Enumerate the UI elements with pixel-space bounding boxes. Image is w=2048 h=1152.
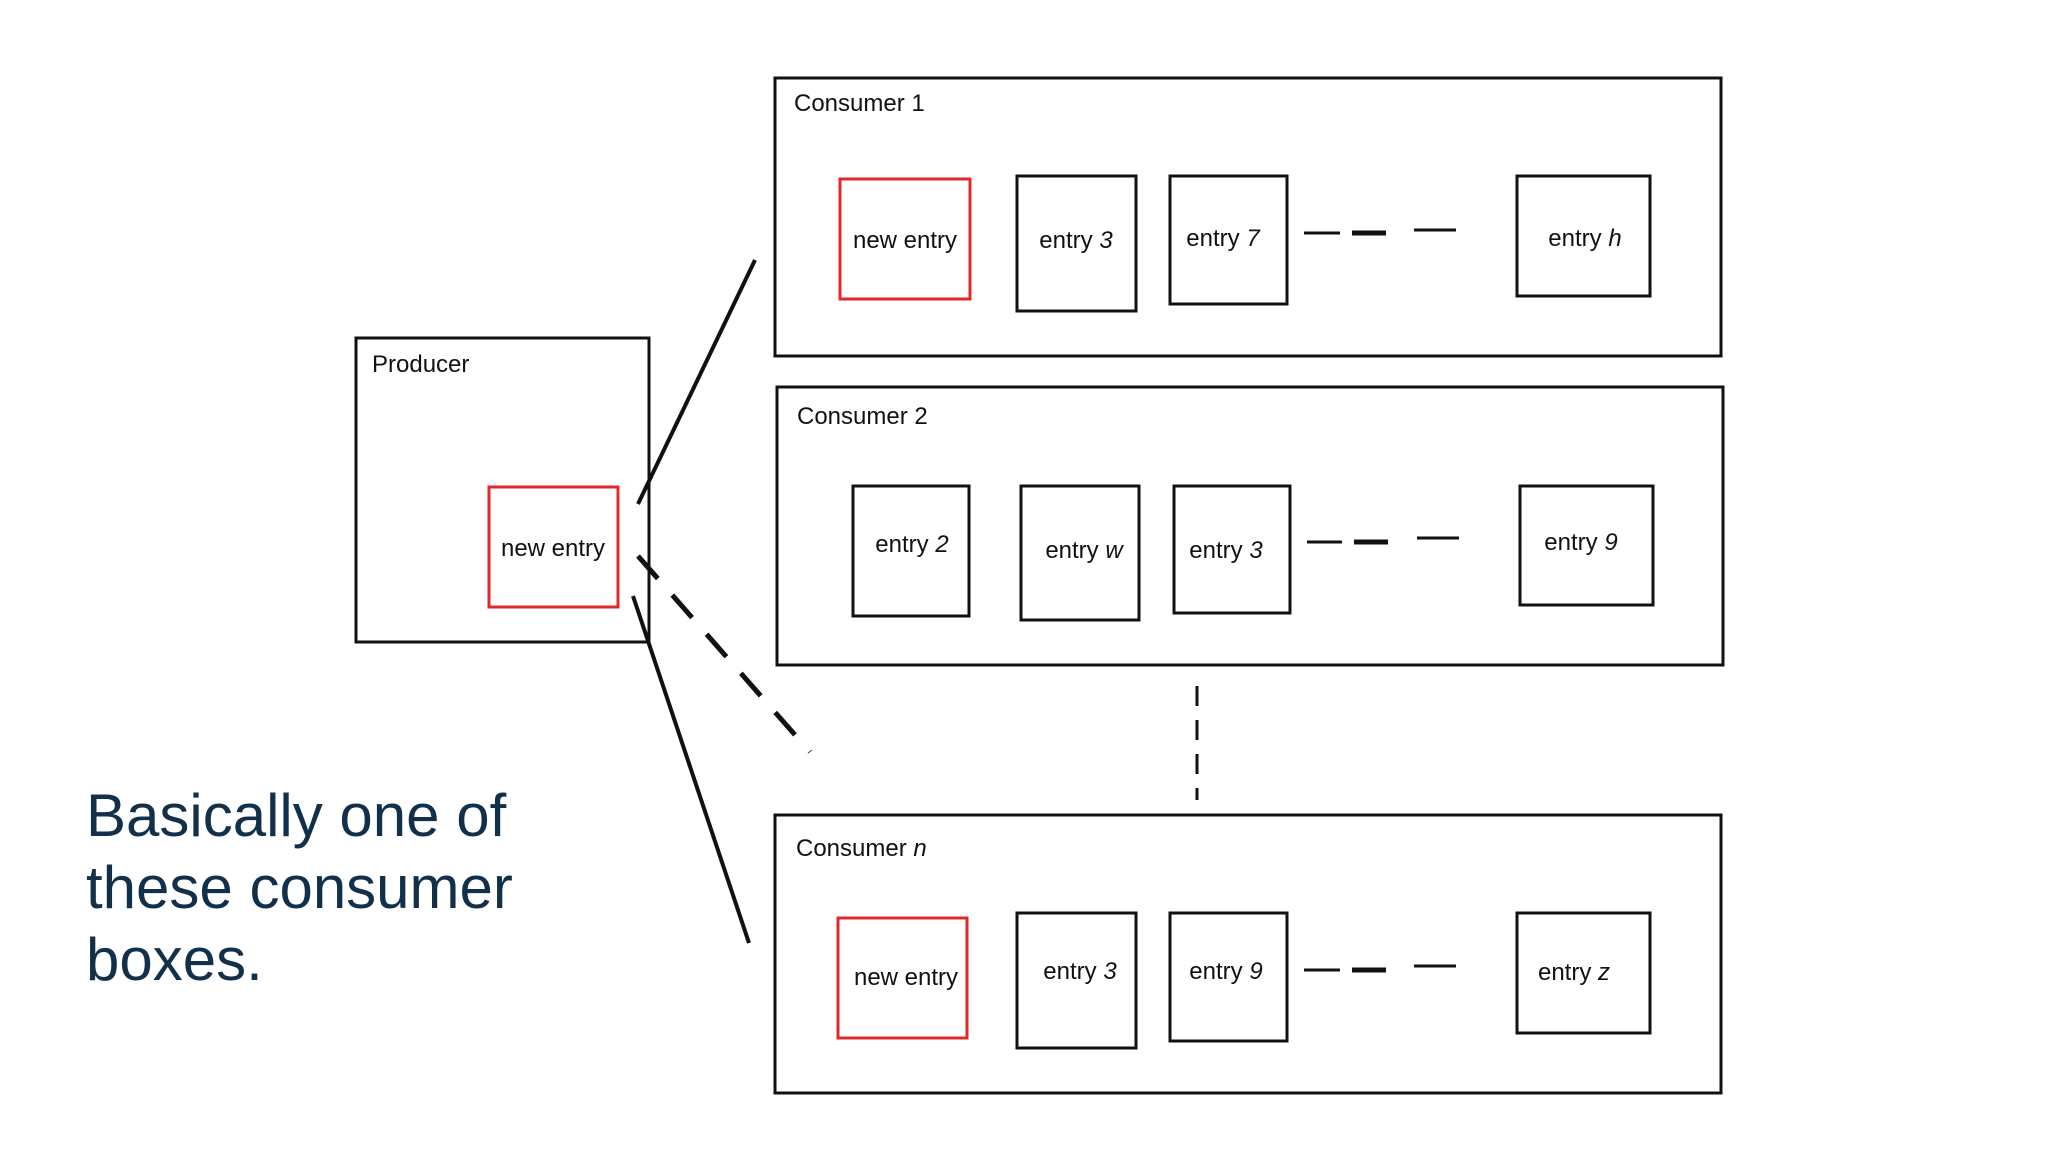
consumer-1-entry-1-box: [838, 177, 972, 301]
consumer-n-entry-1-label: new entry: [854, 964, 958, 991]
consumer-1-entry-3-box: [1168, 174, 1289, 306]
producer-frame: [354, 336, 651, 644]
consumer-n-title-prefix: Consumer: [796, 835, 907, 862]
consumer-n-entry-3-box: [1168, 911, 1289, 1043]
consumer-n-box: Consumer n new entry entry 3 entry 9 ent…: [773, 813, 1723, 1095]
consumer-1-entry-1-label: new entry: [853, 227, 957, 254]
consumer-n-entry-2-label: entry 3: [1043, 958, 1117, 985]
consumer-n-entry-2-box: [1015, 911, 1138, 1050]
connector-consumer-2-dashed: [636, 554, 812, 754]
consumer-2-entry-2-box: [1019, 484, 1141, 622]
caption-line-2: these consumer: [86, 854, 513, 921]
consumer-n-title: Consumer n: [796, 835, 927, 862]
consumer-2-title: Consumer 2: [797, 403, 928, 430]
consumer-n-entry-3-label: entry 9: [1189, 958, 1262, 985]
consumer-2-entry-1-box: [851, 484, 971, 618]
connector-consumer-1: [636, 259, 757, 505]
consumer-2-entry-1-label: entry 2: [875, 531, 948, 558]
producer-box: Producer new entry: [354, 336, 651, 644]
connectors: [631, 259, 812, 944]
consumer-1-entry-4-label: entry h: [1548, 225, 1621, 252]
consumer-2-box: Consumer 2 entry 2 entry w entry 3 entry…: [775, 385, 1725, 667]
consumer-1-title-index: 1: [911, 90, 924, 117]
consumer-n-frame: [773, 813, 1723, 1095]
consumer-1-title-prefix: Consumer: [794, 90, 905, 117]
connector-consumer-n: [631, 595, 751, 944]
caption-line-1: Basically one of: [86, 782, 507, 849]
consumer-2-entry-3-label: entry 3: [1189, 537, 1263, 564]
consumer-n-ellipsis-dashes: [1304, 964, 1456, 973]
consumer-2-title-index: 2: [914, 403, 927, 430]
consumer-1-entry-2-box: [1015, 174, 1138, 313]
consumer-2-frame: [775, 385, 1725, 667]
consumer-n-entry-4-box: [1515, 911, 1652, 1035]
consumer-2-entry-3-box: [1172, 484, 1292, 615]
consumer-1-box: Consumer 1 new entry entry 3 entry 7 ent…: [773, 76, 1723, 358]
consumer-2-entry-2-label: entry w: [1045, 537, 1124, 564]
slide-caption: Basically one of these consumer boxes.: [86, 780, 606, 996]
consumer-1-title: Consumer 1: [794, 90, 925, 117]
consumer-1-ellipsis-dashes: [1304, 228, 1456, 236]
producer-new-entry-label: new entry: [501, 535, 605, 562]
consumer-1-entry-3-label: entry 7: [1186, 225, 1261, 252]
producer-title: Producer: [372, 351, 469, 378]
consumer-2-entry-4-label: entry 9: [1544, 529, 1617, 556]
consumer-n-entry-4-label: entry z: [1538, 959, 1610, 986]
consumer-n-entry-1-box: [836, 916, 969, 1040]
consumer-1-entry-4-box: [1515, 174, 1652, 298]
consumer-1-entry-2-label: entry 3: [1039, 227, 1113, 254]
producer-new-entry-box: [487, 485, 620, 609]
consumer-2-ellipsis-dashes: [1307, 536, 1459, 545]
consumer-2-entry-4-box: [1518, 484, 1655, 607]
consumer-n-title-index: n: [913, 835, 926, 862]
caption-line-3: boxes.: [86, 926, 263, 993]
consumer-2-title-prefix: Consumer: [797, 403, 908, 430]
consumer-1-frame: [773, 76, 1723, 358]
